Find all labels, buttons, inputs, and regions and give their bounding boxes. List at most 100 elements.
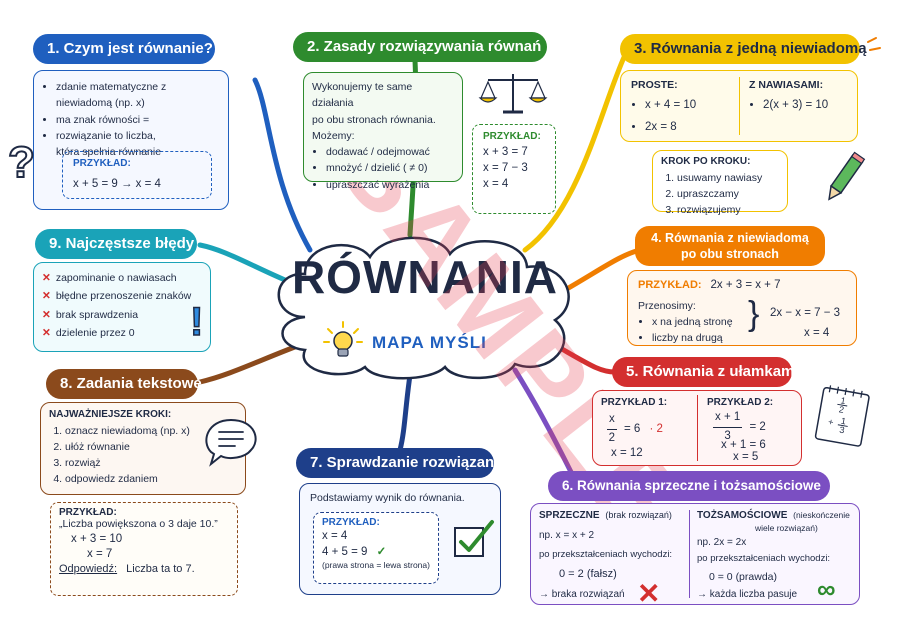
section-4-title: 4. Równania z niewiadomą po obu stronach [635,226,825,266]
s4-move-label: Przenosimy: [638,299,696,312]
s9-item: dzielenie przez 0 [55,327,135,340]
s5-ex1-den: 2 [608,431,616,444]
s2-example-label: PRZYKŁAD: [483,131,541,142]
s5-divider [697,395,698,461]
s1-item: ma znak równości = [56,112,220,128]
s6-left-after: po przekształceniach wychodzi: [539,549,673,560]
branch-6 [512,367,578,483]
branch-4 [562,247,643,293]
s6-right-note-2: wiele rozwiązań) [755,522,818,533]
s3-paren-label: Z NAWIASAMI: [749,79,824,91]
s3-simple-item: x + 4 = 10 [645,97,847,115]
s3-step: usuwamy nawiasy [677,170,779,186]
s2-example-line: x + 3 = 7 [483,146,528,158]
s5-ex2-r1: x + 1 = 6 [721,439,766,451]
branch-1 [252,77,313,253]
s3-steps-box: KROK PO KROKU: usuwamy nawiasy upraszcza… [652,150,788,216]
s8-example-line: x = 7 [87,548,113,560]
s7-note: (prawa strona = lewa strona) [322,560,430,570]
s8-step: oznacz niewiadomą (np. x) [65,423,237,439]
s5-ex2-den: 3 [724,429,731,442]
pad-frac-2: 2 [838,404,845,415]
s4-result-2: x = 4 [804,327,830,339]
s4-title-line-1: 4. Równania z niewiadomą [651,231,809,245]
section-1-title: 1. Czym jest równanie? [33,34,215,64]
x-icon: ✕ [42,308,51,321]
s8-example-line: x + 3 = 10 [71,533,123,545]
s3-step: upraszczamy [677,186,779,202]
x-icon: ✕ [42,272,51,284]
s5-ex1-mult: · 2 [649,423,663,436]
s5-ex2-num: x + 1 [713,409,743,428]
red-x-icon: ✕ [637,578,661,609]
s6-left-title: SPRZECZNE [539,510,600,521]
section-5-title: 5. Równania z ułamkami [612,357,799,387]
s6-right-note-1: (nieskończenie [793,510,850,520]
s3-steps-label: KROK PO KROKU: [661,156,751,167]
s2-intro-3: Możemy: [312,129,355,142]
infinity-icon: ∞ [817,574,836,604]
s2-example-box: PRZYKŁAD: x + 3 = 7 x = 7 − 3 x = 4 [472,124,556,214]
branch-8 [197,342,303,385]
checkbox-check-icon [452,518,496,567]
s8-step: rozwiąż [65,455,237,471]
branch-7 [397,372,413,453]
s7-example-box: PRZYKŁAD: x = 4 4 + 5 = 9 ✓ (prawa stron… [313,512,439,584]
s6-right-res: 0 = 0 (prawda) [709,571,777,584]
s4-result-1: 2x − x = 7 − 3 [770,307,841,319]
s6-divider [689,510,690,598]
s8-step: odpowiedz zdaniem [65,471,237,487]
s2-example-line: x = 4 [483,178,509,190]
s6-left-res: 0 = 2 (fałsz) [559,567,617,580]
s4-brace: } [748,295,760,333]
section-9-box: ✕zapominanie o nawiasach ✕błędne przenos… [33,262,211,352]
section-5-box: PRZYKŁAD 1: x 2 = 6 · 2 x = 12 PRZYKŁAD … [592,390,802,466]
s2-item: upraszczać wyrażenia [326,177,454,193]
s8-example-label: PRZYKŁAD: [59,507,117,518]
s6-right-after: po przekształceniach wychodzi: [697,553,831,565]
notepad-icon: 1 2 + 1 3 [810,381,877,457]
s4-item: x na jedną stronę [652,314,846,330]
s2-example-line: x = 7 − 3 [483,162,528,174]
section-9-title: 9. Najczęstsze błędy [35,229,197,259]
exclamation-icon: ! [189,299,204,345]
s4-example: 2x + 3 = x + 7 [710,279,781,291]
s5-ex1-label: PRZYKŁAD 1: [601,397,668,408]
section-7-title: 7. Sprawdzanie rozwiązania [296,448,507,478]
check-icon: ✓ [376,546,387,558]
s5-ex1-rhs: = 6 [623,423,641,436]
s4-example-label: PRZYKŁAD: [638,279,702,291]
s9-item: zapominanie o nawiasach [55,272,177,284]
s8-example-text: „Liczba powiększona o 3 daje 10.” [59,518,218,530]
s4-title-line-2: po obu stronach [681,247,779,261]
center-title: RÓWNANIA [291,251,559,303]
s8-steps-label: NAJWAŻNIEJSZE KROKI: [49,409,172,420]
section-6-title: 6. Równania sprzeczne i tożsamościowe [548,471,830,501]
s3-simple-label: PROSTE: [631,79,678,91]
s3-paren-item: 2(x + 3) = 10 [763,97,828,115]
center-subtitle: MAPA MYŚLI [372,333,487,352]
s1-example: x + 5 = 9 → x = 4 [73,177,161,190]
section-6-box: SPRZECZNE (brak rozwiązań) np. x = x + 2… [530,503,860,609]
s6-right-np: np. 2x = 2x [697,536,747,548]
scale-icon [478,68,548,123]
s7-example-line: x = 4 [322,530,348,542]
s6-right-title: TOŻSAMOŚCIOWE [697,510,788,521]
section-2-title: 2. Zasady rozwiązywania równań [293,32,547,62]
branch-5 [552,342,618,375]
s2-item: dodawać / odejmować [326,144,454,160]
s5-ex1-num: x [607,411,617,430]
question-mark-icon: ? [7,137,36,188]
x-icon: ✕ [42,327,51,340]
s8-example-box: PRZYKŁAD: „Liczba powiększona o 3 daje 1… [50,502,238,596]
s8-step: ułóż równanie [65,439,237,455]
s1-example-label: PRZYKŁAD: [73,158,131,169]
s3-divider [739,77,740,135]
s5-ex2-rhs: = 2 [749,421,766,434]
s1-item: zdanie matematyczne z niewiadomą (np. x) [56,79,220,112]
s5-ex2-label: PRZYKŁAD 2: [707,397,774,408]
s7-intro: Podstawiamy wynik do równania. [310,492,465,504]
s8-answer-label: Odpowiedź: [59,563,118,575]
s8-answer: Liczba ta to 7. [126,563,195,575]
